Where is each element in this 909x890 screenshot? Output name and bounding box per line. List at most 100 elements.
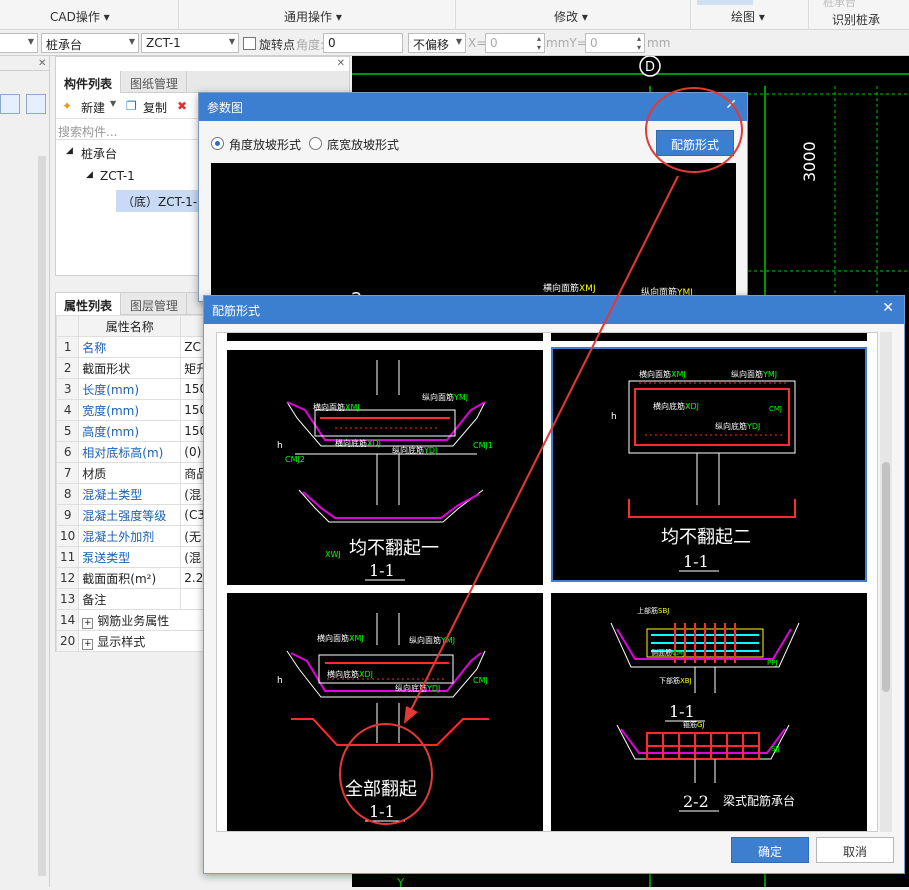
close-icon[interactable]: ✕ [882,300,894,316]
preview-label-text: 纵向面筋 [641,288,678,298]
option-title: 梁式配筋承台 [723,793,795,808]
new-icon[interactable]: ✦ [62,99,73,113]
rebar-code: XWJ [325,550,341,559]
component-select[interactable]: ZCT-1▼ [141,33,239,53]
rebar-dialog-title: 配筋形式 [212,304,261,318]
rebar-label: 横向底筋XDJ [335,438,381,448]
tab-property-list[interactable]: 属性列表 [56,293,122,315]
close-icon[interactable]: ✕ [336,58,345,69]
tree-root[interactable]: 桩承台 [81,147,118,161]
ribbon-cad-ops[interactable]: CAD操作 ▾ [50,10,110,24]
rebar-code: CMJ [769,405,782,413]
preview-code: YMJ [677,288,693,298]
ribbon-draw[interactable]: 绘图 ▾ [731,10,765,24]
copy-button[interactable]: 复制 [143,101,168,115]
rebar-label: 下部筋XBJ [659,676,692,685]
rebar-label: 横向底筋XDJ [327,669,373,679]
rebar-option-no-bend-1[interactable]: 横向面筋XMJ 纵向面筋YMJ 横向底筋XDJ 纵向底筋YDJ CMJ1 CMJ… [227,350,543,585]
search-input[interactable]: 搜索构件... [58,125,118,139]
rebar-label: 纵向面筋YMJ [409,635,455,645]
option-title: 全部翻起 [345,779,417,800]
rotate-checkbox[interactable] [243,37,256,50]
option-section: 1-1 [369,561,395,580]
tree-child[interactable]: ZCT-1 [100,169,135,183]
close-icon[interactable]: ✕ [38,58,47,69]
property-name: 相对底标高(m) [78,441,182,463]
ok-button[interactable]: 确定 [731,837,809,863]
dimension-text: 3000 [800,141,819,182]
rebar-code: CMJ2 [285,455,305,464]
tree-leaf-selected[interactable]: （底）ZCT-1-1 [116,190,211,212]
tree-expand-icon[interactable]: ◢ [66,146,73,156]
x-label: X= [468,36,487,50]
thumb-top-strip [551,333,867,341]
rebar-options-list: 横向面筋XMJ 纵向面筋YMJ 横向底筋XDJ 纵向底筋YDJ CMJ1 CMJ… [216,332,878,832]
tab-component-list[interactable]: 构件列表 [56,71,122,93]
option-title: 均不翻起一 [349,538,439,559]
mm-label: mm [647,36,671,50]
header-name: 属性名称 [78,315,182,337]
property-name: 长度(mm) [78,378,182,400]
offset-select[interactable]: 不偏移▼ [408,33,466,53]
delete-icon[interactable]: ✖ [177,99,188,113]
row-number: 3 [55,378,80,400]
scrollbar-thumb[interactable] [882,462,890,692]
mm-y-label: mmY= [546,36,587,50]
rebar-code: SJJ [771,745,780,753]
rebar-label: 侧面筋CMJ [651,648,685,657]
radio-angle-slope[interactable] [211,137,224,150]
spinner-icon[interactable]: ▴▾ [536,34,541,52]
property-name: 泵送类型 [78,546,182,568]
property-group-label: 显示样式 [97,634,146,649]
close-icon[interactable]: ✕ [725,97,737,113]
rebar-label: 上部筋SBJ [637,606,669,615]
rebar-form-button[interactable]: 配筋形式 [656,130,734,156]
y-input[interactable]: 0▴▾ [585,33,645,53]
rebar-option-all-bend[interactable]: 横向面筋XMJ 纵向面筋YMJ 横向底筋XDJ 纵向底筋YDJ CMJ h 全部… [227,593,543,831]
parameter-dialog-title: 参数图 [207,101,244,115]
spinner-icon[interactable]: ▴▾ [636,34,641,52]
radio-angle-slope-label: 角度放坡形式 [229,138,302,152]
list-view-icon[interactable] [0,94,20,114]
tab-drawing-management[interactable]: 图纸管理 [122,71,188,93]
ribbon-divider [455,0,456,30]
rebar-label: 横向面筋XMJ [313,402,360,412]
x-value: 0 [490,36,498,50]
row-number: 6 [55,441,80,463]
row-number: 12 [55,567,80,589]
expand-icon[interactable]: + [82,638,94,650]
option-drawing: 横向面筋XMJ 纵向面筋YMJ 横向底筋XDJ 纵向底筋YDJ CMJ h 全部… [277,613,489,822]
rebar-list-scrollbar[interactable] [880,332,892,832]
annotation-arrow [409,175,679,713]
ribbon-general-ops[interactable]: 通用操作 ▾ [284,10,342,24]
ribbon-recognize-pile-cap[interactable]: 识别桩承 [832,13,881,27]
row-number: 14 [55,609,80,631]
chevron-down-icon: ▼ [228,37,235,46]
chevron-down-icon[interactable]: ▼ [110,99,117,108]
option-section: 1-1 [369,802,395,821]
x-input[interactable]: 0 ▴▾ [485,33,545,53]
rebar-option-no-bend-2[interactable]: 横向面筋XMJ 纵向面筋YMJ 横向底筋XDJ 纵向底筋YDJ CMJ h 均不… [551,347,867,582]
cancel-button[interactable]: 取消 [816,837,894,863]
preview-code: XMJ [579,284,596,294]
ribbon-highlight [697,0,753,5]
tab-layer-management[interactable]: 图层管理 [122,293,188,315]
type-select-value: 桩承台 [46,38,83,52]
expand-icon[interactable]: + [82,617,94,629]
rebar-label: 纵向底筋YDJ [715,421,760,431]
rebar-dialog-titlebar: 配筋形式 ✕ [204,296,904,324]
scrollbar[interactable] [38,156,46,876]
new-button[interactable]: 新建 [81,101,106,115]
card-view-icon[interactable] [26,94,46,114]
copy-icon[interactable]: ❐ [126,99,137,113]
type-select[interactable]: 桩承台▼ [41,33,139,53]
row-number: 1 [55,336,80,358]
ribbon-modify[interactable]: 修改 ▾ [554,10,588,24]
tree-expand-icon[interactable]: ◢ [86,170,93,180]
radio-width-slope[interactable] [309,137,322,150]
row-number: 2 [55,357,80,379]
layer-select[interactable]: ▼ [0,33,38,53]
angle-input[interactable]: 0 [323,33,403,53]
rebar-option-beam-type[interactable]: 上部筋SBJ 侧面筋CMJ PPJ 下部筋XBJ 1-1 箍筋GJ SJJ [551,593,867,831]
